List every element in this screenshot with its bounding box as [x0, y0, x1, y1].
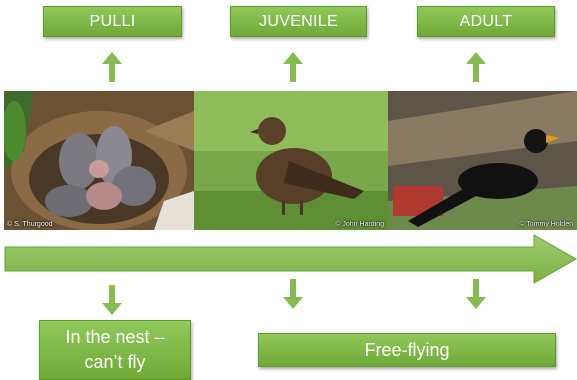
photo-pulli-chicks: © S. Thurgood — [4, 91, 194, 230]
stage-adult-label: ADULT — [417, 6, 555, 37]
up-arrow-juvenile — [281, 51, 305, 83]
down-arrow-juvenile — [281, 278, 305, 310]
down-arrow-adult — [464, 278, 488, 310]
up-arrow-pulli — [100, 51, 124, 83]
phase-in-nest-line2: can’t fly — [84, 350, 145, 375]
down-arrow-pulli — [100, 284, 124, 316]
photo-credit-juvenile: © John Harding — [335, 221, 384, 228]
stage-pulli-label: PULLI — [43, 6, 182, 37]
up-arrow-adult — [464, 51, 488, 83]
phase-in-nest-box: In the nest – can’t fly — [39, 320, 191, 380]
photo-credit-adult: © Tommy Holden — [519, 221, 573, 228]
phase-free-flying-box: Free-flying — [258, 333, 556, 367]
photo-adult-blackbird: © Tommy Holden — [388, 91, 577, 230]
photo-juvenile-bird: © John Harding — [194, 91, 388, 230]
stage-juvenile-label: JUVENILE — [230, 6, 367, 37]
photo-credit-pulli: © S. Thurgood — [7, 221, 53, 228]
phase-in-nest-line1: In the nest – — [65, 325, 164, 350]
